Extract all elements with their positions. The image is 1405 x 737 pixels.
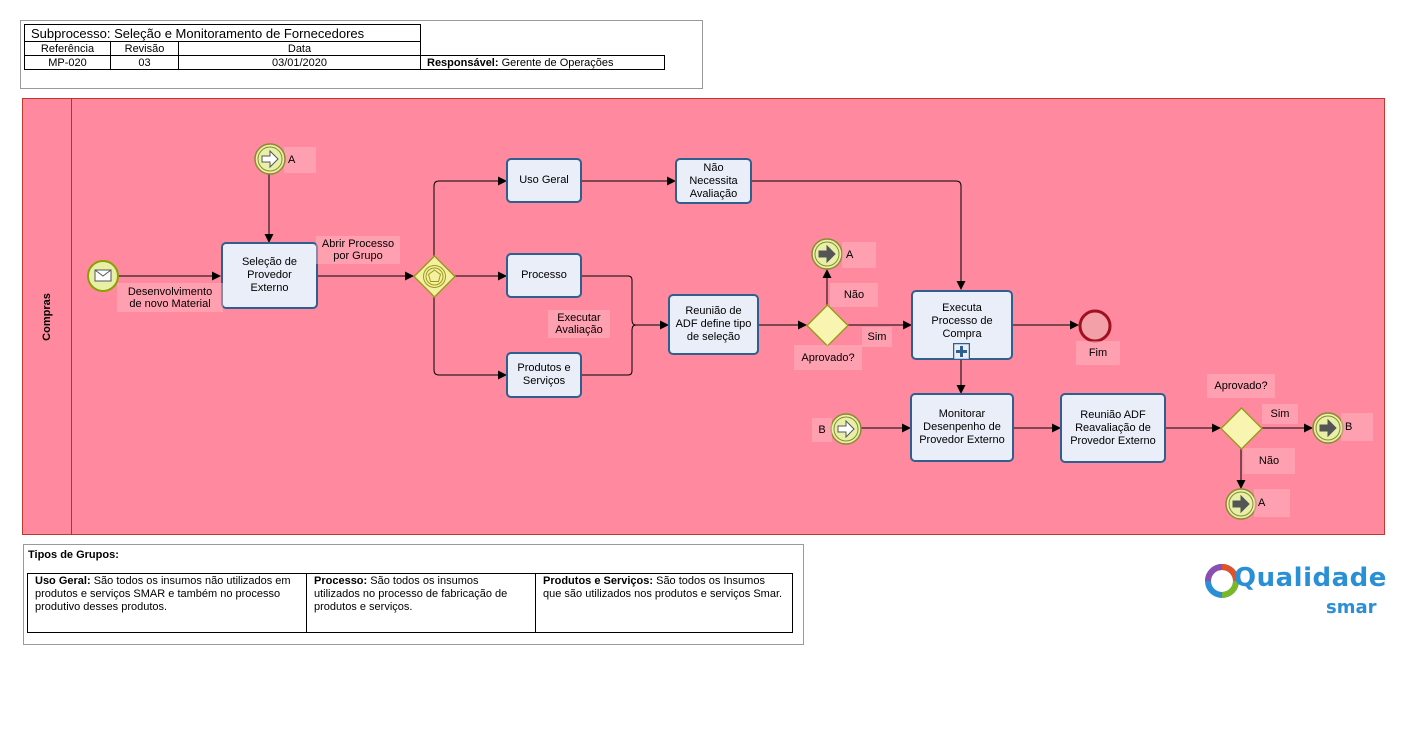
link-arrow-icon	[837, 419, 855, 439]
legend-term: Uso Geral:	[35, 575, 91, 587]
link-arrow-icon	[1232, 494, 1250, 514]
label-sim-1: Sim	[862, 327, 892, 347]
legend-table	[27, 573, 793, 633]
task-produtos-servicos[interactable]: Produtos e Serviços	[506, 352, 582, 398]
end-event-fim	[1078, 309, 1112, 343]
label-aprovado-2: Aprovado?	[1207, 374, 1275, 398]
link-throw-event-a-bottom	[1225, 488, 1257, 520]
label-link-a-bottom: A	[1254, 489, 1290, 517]
legend-term: Processo:	[314, 575, 368, 587]
pentagon-icon	[427, 269, 442, 282]
link-catch-event-b	[830, 413, 862, 445]
label-nao-2: Não	[1243, 448, 1295, 474]
label-fim: Fim	[1076, 341, 1120, 365]
flow-produtos-to-reuniao	[582, 324, 637, 376]
link-arrow-icon	[261, 149, 279, 169]
task-selecao-provedor[interactable]: Seleção de Provedor Externo	[221, 242, 318, 309]
legend-text: São todos os Insumos que são utilizados …	[543, 575, 783, 600]
logo-smar: smar	[1326, 597, 1377, 618]
legend-term: Produtos e Serviços:	[543, 575, 654, 587]
link-throw-event-a-mid	[811, 238, 843, 270]
responsible-value: Gerente de Operações	[501, 56, 614, 69]
link-a-top-label: A	[284, 147, 316, 173]
legend-item-processo: Processo: São todos os insumos utilizado…	[306, 573, 536, 633]
subprocess-plus-icon[interactable]	[953, 343, 970, 360]
flow-gw-to-produtos	[433, 296, 507, 380]
label-link-b-out: B	[1341, 413, 1373, 441]
label-abrir-processo: Abrir Processo por Grupo	[316, 236, 400, 264]
label-aprovado-1: Aprovado?	[794, 345, 862, 370]
legend-item-uso-geral: Uso Geral: São todos os insumos não util…	[27, 573, 307, 633]
flow-gw-to-usogeral	[433, 176, 507, 256]
task-reuniao-reavaliacao[interactable]: Reunião ADF Reavaliação de Provedor Exte…	[1060, 393, 1166, 463]
link-catch-event-a-top	[254, 143, 286, 175]
lane-header	[22, 98, 72, 535]
legend-box	[23, 544, 804, 645]
header-responsible: Responsável: Gerente de Operações	[420, 55, 665, 70]
task-processo[interactable]: Processo	[506, 253, 582, 298]
responsible-label: Responsável:	[427, 56, 499, 69]
label-start: Desenvolvimento de novo Material	[117, 283, 223, 312]
legend-title: Tipos de Grupos:	[28, 549, 119, 561]
exclusive-gateway-aprovado-1	[806, 304, 849, 347]
exclusive-gateway-aprovado-2	[1220, 407, 1263, 450]
label-executar-avaliacao: Executar Avaliação	[548, 310, 610, 338]
header-box	[20, 20, 703, 89]
task-nao-necessita-avaliacao[interactable]: Não Necessita Avaliação	[675, 158, 752, 204]
label-link-a-mid: A	[842, 242, 876, 268]
logo-mark-icon	[1205, 564, 1239, 598]
label-link-b-in: B	[812, 418, 832, 442]
task-monitorar-desempenho[interactable]: Monitorar Desenpenho de Provedor Externo	[910, 393, 1014, 462]
event-based-gateway	[413, 255, 456, 298]
task-reuniao-adf[interactable]: Reunião de ADF define tipo de seleção	[668, 294, 759, 355]
label-sim-2: Sim	[1262, 404, 1298, 424]
start-message-event	[87, 260, 119, 292]
flow-naonecessita-to-executa	[752, 180, 966, 290]
legend-text: São todos os insumos não utilizados em p…	[35, 575, 291, 613]
legend-item-produtos-servicos: Produtos e Serviços: São todos os Insumo…	[535, 573, 793, 633]
legend-text: São todos os insumos utilizados no proce…	[314, 575, 508, 613]
logo-wordmark: Qualidade	[1234, 563, 1387, 593]
link-arrow-icon	[1319, 418, 1337, 438]
task-uso-geral[interactable]: Uso Geral	[506, 158, 582, 203]
label-nao-1: Não	[830, 283, 878, 307]
link-arrow-icon	[818, 244, 836, 264]
link-throw-event-b	[1312, 412, 1344, 444]
